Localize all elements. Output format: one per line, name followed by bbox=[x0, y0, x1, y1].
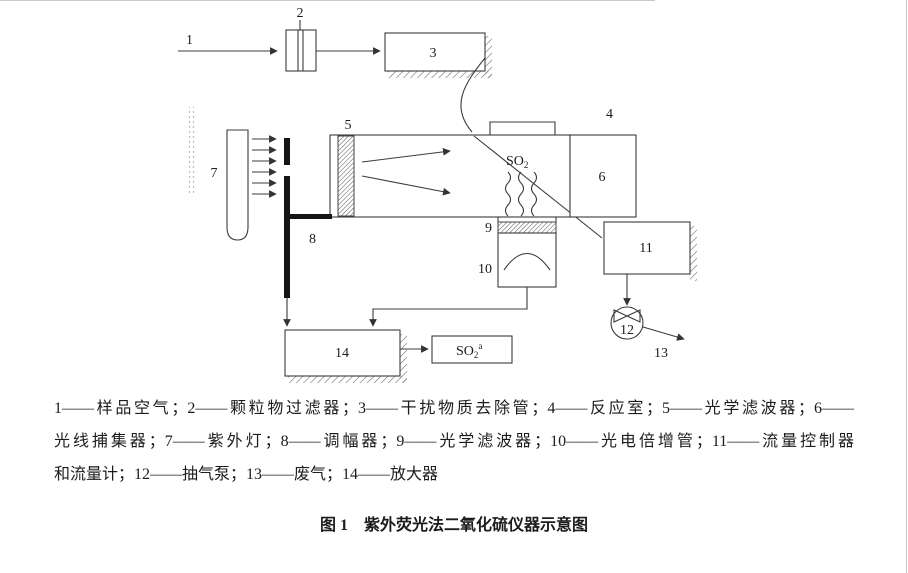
interference-removal-tube: 3 bbox=[384, 32, 492, 78]
label-8: 8 bbox=[309, 232, 316, 247]
label-10: 10 bbox=[478, 262, 492, 277]
label-2: 2 bbox=[297, 6, 304, 21]
amplifier: 14 bbox=[284, 329, 407, 383]
label-9: 9 bbox=[485, 221, 492, 236]
suction-pump: 12 bbox=[610, 306, 644, 340]
label-5: 5 bbox=[345, 118, 352, 133]
label-14: 14 bbox=[335, 346, 349, 361]
label-7: 7 bbox=[211, 166, 218, 181]
legend-line-1: 1——样品空气；2——颗粒物过滤器；3——干扰物质去除管；4——反应室；5——光… bbox=[54, 400, 854, 417]
scan-artifact-top bbox=[0, 0, 655, 1]
modulator: 8 bbox=[283, 138, 332, 327]
label-13: 13 bbox=[654, 346, 668, 361]
flow-controller: 11 bbox=[603, 221, 697, 306]
label-11: 11 bbox=[639, 241, 652, 256]
sample-air-inlet: 1 bbox=[178, 33, 278, 55]
legend: 1——样品空气；2——颗粒物过滤器；3——干扰物质去除管；4——反应室；5——光… bbox=[54, 392, 854, 491]
label-6: 6 bbox=[599, 170, 606, 185]
output-signal-label: SO2a bbox=[456, 341, 482, 360]
scan-artifact-right bbox=[906, 0, 907, 573]
tube-3-to-chamber bbox=[460, 57, 486, 133]
instrument-diagram: 1 2 3 4 bbox=[178, 6, 697, 383]
legend-line-2: 光线捕集器；7——紫外灯；8——调幅器；9——光学滤波器；10——光电倍增管；1… bbox=[54, 433, 854, 450]
label-4: 4 bbox=[606, 107, 613, 122]
legend-line-3: 和流量计；12——抽气泵；13——废气；14——放大器 bbox=[54, 466, 439, 483]
particle-filter: 2 bbox=[285, 6, 381, 72]
exhaust: 13 bbox=[642, 326, 685, 361]
light-trap: 6 bbox=[569, 134, 637, 218]
uv-lamp: 7 bbox=[186, 107, 277, 241]
chamber-gas-label: SO2 bbox=[506, 154, 528, 170]
optical-filter-5: 5 bbox=[337, 118, 355, 217]
chamber-gas-fluorescence: SO2 bbox=[504, 154, 538, 217]
label-1: 1 bbox=[186, 33, 193, 48]
figure-caption: 图 1 紫外荧光法二氧化硫仪器示意图 bbox=[319, 517, 588, 534]
photomultiplier: 10 bbox=[369, 232, 557, 327]
amplifier-output: SO2a bbox=[400, 335, 513, 364]
label-3: 3 bbox=[430, 46, 437, 61]
reaction-chamber: 4 bbox=[329, 107, 613, 239]
label-12: 12 bbox=[620, 323, 634, 338]
